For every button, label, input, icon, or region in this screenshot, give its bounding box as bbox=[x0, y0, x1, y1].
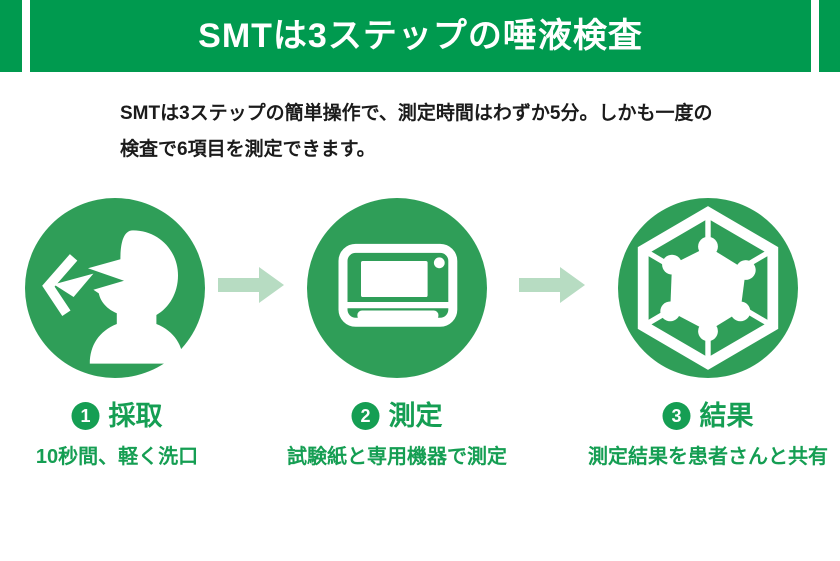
header-banner: SMTは3ステップの唾液検査 bbox=[30, 0, 811, 72]
right-arrow-icon bbox=[218, 267, 284, 303]
arrow-step2-to-step3 bbox=[519, 267, 585, 303]
step1-caption: 10秒間、軽く洗口 bbox=[35, 446, 199, 468]
results-radar-icon bbox=[637, 206, 779, 370]
step2-title-label: 測定 bbox=[388, 400, 443, 431]
step2-caption: 試験紙と専用機器で測定 bbox=[287, 446, 507, 468]
measuring-device-icon bbox=[338, 243, 458, 327]
intro-paragraph: SMTは3ステップの簡単操作で、測定時間はわずか5分。しかも一度の 検査で6項目… bbox=[120, 96, 712, 168]
step3-number-badge: 3 bbox=[662, 402, 691, 430]
right-edge-strip bbox=[819, 0, 840, 72]
right-arrow-icon bbox=[519, 267, 585, 303]
step2-number-badge: 2 bbox=[351, 402, 380, 430]
step1-title-label: 採取 bbox=[108, 400, 163, 431]
step1-number-badge: 1 bbox=[71, 402, 100, 430]
step2-circle bbox=[307, 198, 487, 378]
step3-circle bbox=[618, 198, 798, 378]
intro-line-2: 検査で6項目を測定できます。 bbox=[120, 139, 376, 160]
step1-circle bbox=[25, 198, 205, 378]
step3-caption: 測定結果を患者さんと共有 bbox=[588, 446, 828, 468]
intro-line-1: SMTは3ステップの簡単操作で、測定時間はわずか5分。しかも一度の bbox=[120, 103, 713, 124]
step3-title: 3 結果 bbox=[662, 400, 754, 431]
left-edge-strip bbox=[0, 0, 22, 72]
mouth-rinse-icon bbox=[42, 230, 184, 364]
step1-title: 1 採取 bbox=[71, 400, 163, 431]
arrow-step1-to-step2 bbox=[218, 267, 284, 303]
page-title: SMTは3ステップの唾液検査 bbox=[198, 17, 643, 55]
step3-title-label: 結果 bbox=[699, 400, 754, 431]
step2-title: 2 測定 bbox=[351, 400, 443, 431]
